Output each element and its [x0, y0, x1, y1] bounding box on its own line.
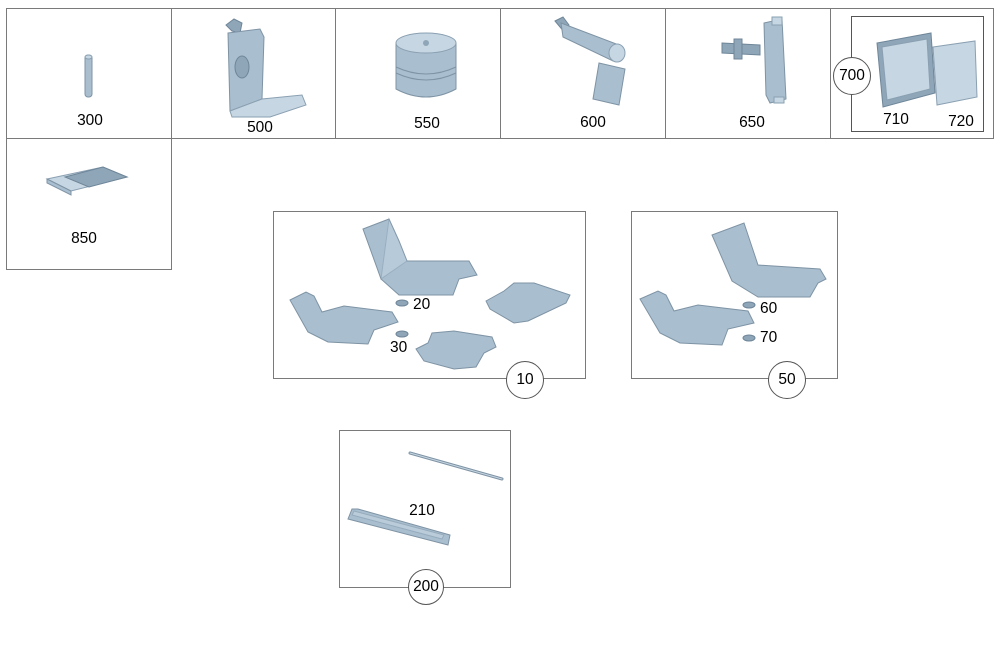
part-number-20: 20: [413, 296, 431, 313]
tablet-screen-part-image: [876, 32, 936, 108]
passenger-floor-mat-image: [289, 291, 399, 345]
part-number-550: 550: [414, 115, 440, 132]
mat-clip-60-image: [742, 301, 756, 309]
part-number-650: 650: [739, 114, 765, 131]
mat-clip-70-image: [742, 334, 756, 342]
part-number-210: 210: [409, 502, 435, 519]
case-cover-part-image: [45, 166, 129, 196]
part-number-600: 600: [580, 114, 606, 131]
part-number-70: 70: [760, 329, 778, 346]
part-cell-700[interactable]: 700 710 720: [830, 8, 994, 139]
part-group-700-callout[interactable]: 700: [833, 57, 871, 95]
floor-mats-front-callout[interactable]: 10: [506, 361, 544, 399]
part-cell-300[interactable]: 300: [6, 8, 172, 139]
part-number-500: 500: [247, 119, 273, 136]
mat-clip-20-image: [395, 299, 409, 307]
rear-left-floor-mat-image: [415, 330, 497, 370]
floor-mat-small-image: [639, 290, 755, 346]
part-cell-500[interactable]: 500: [171, 8, 336, 139]
rear-right-floor-mat-image: [485, 282, 571, 324]
part-number-710: 710: [883, 111, 909, 128]
mat-clip-30-image: [395, 330, 409, 338]
part-number-850: 850: [71, 230, 97, 247]
sill-strip-group[interactable]: 210: [339, 430, 511, 588]
sill-strip-callout[interactable]: 200: [408, 569, 444, 605]
pin-part-image: [84, 54, 93, 98]
part-cell-650[interactable]: 650: [665, 8, 831, 139]
part-cell-850[interactable]: 850: [6, 138, 172, 270]
part-number-30: 30: [390, 339, 408, 356]
driver-floor-mat-image: [362, 217, 478, 296]
part-cell-600[interactable]: 600: [500, 8, 666, 139]
screen-protector-part-image: [932, 40, 978, 106]
cylinder-container-part-image: [395, 32, 457, 98]
part-number-60: 60: [760, 300, 778, 317]
trim-rod-image: [408, 451, 504, 481]
floor-mats-front-group[interactable]: 20 30: [273, 211, 586, 379]
sill-strip-image: [347, 508, 451, 546]
part-number-720: 720: [948, 113, 974, 130]
holder-bracket-part-image: [225, 18, 307, 118]
floor-mats-rear-group[interactable]: 60 70: [631, 211, 838, 379]
floor-mat-large-image: [711, 222, 827, 298]
tablet-arm-mount-part-image: [554, 16, 626, 106]
clamp-holder-part-image: [721, 16, 787, 104]
part-cell-550[interactable]: 550: [335, 8, 501, 139]
floor-mats-rear-callout[interactable]: 50: [768, 361, 806, 399]
part-number-300: 300: [77, 112, 103, 129]
